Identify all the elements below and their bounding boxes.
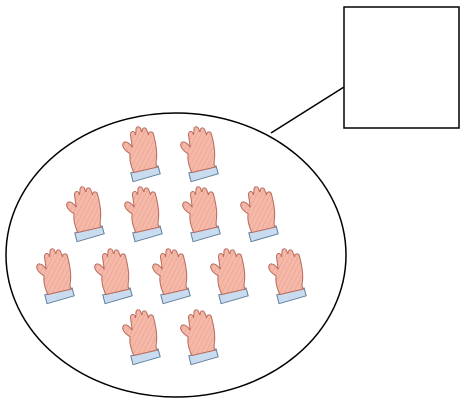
- hand-icon: [120, 125, 160, 183]
- hand-icon: [238, 185, 278, 243]
- hand-icon: [120, 308, 160, 366]
- hand-icon: [178, 125, 218, 183]
- answer-box[interactable]: [344, 7, 459, 128]
- hand-icon: [122, 185, 162, 243]
- connector-line: [271, 87, 344, 133]
- hand-icon: [180, 185, 220, 243]
- hand-icon: [150, 247, 190, 305]
- hand-icon: [266, 247, 306, 305]
- hand-icon: [64, 185, 104, 243]
- hand-icon: [34, 247, 74, 305]
- hand-icon: [92, 247, 132, 305]
- hand-icon: [178, 308, 218, 366]
- hand-icon: [208, 247, 248, 305]
- hands-group: [34, 125, 306, 366]
